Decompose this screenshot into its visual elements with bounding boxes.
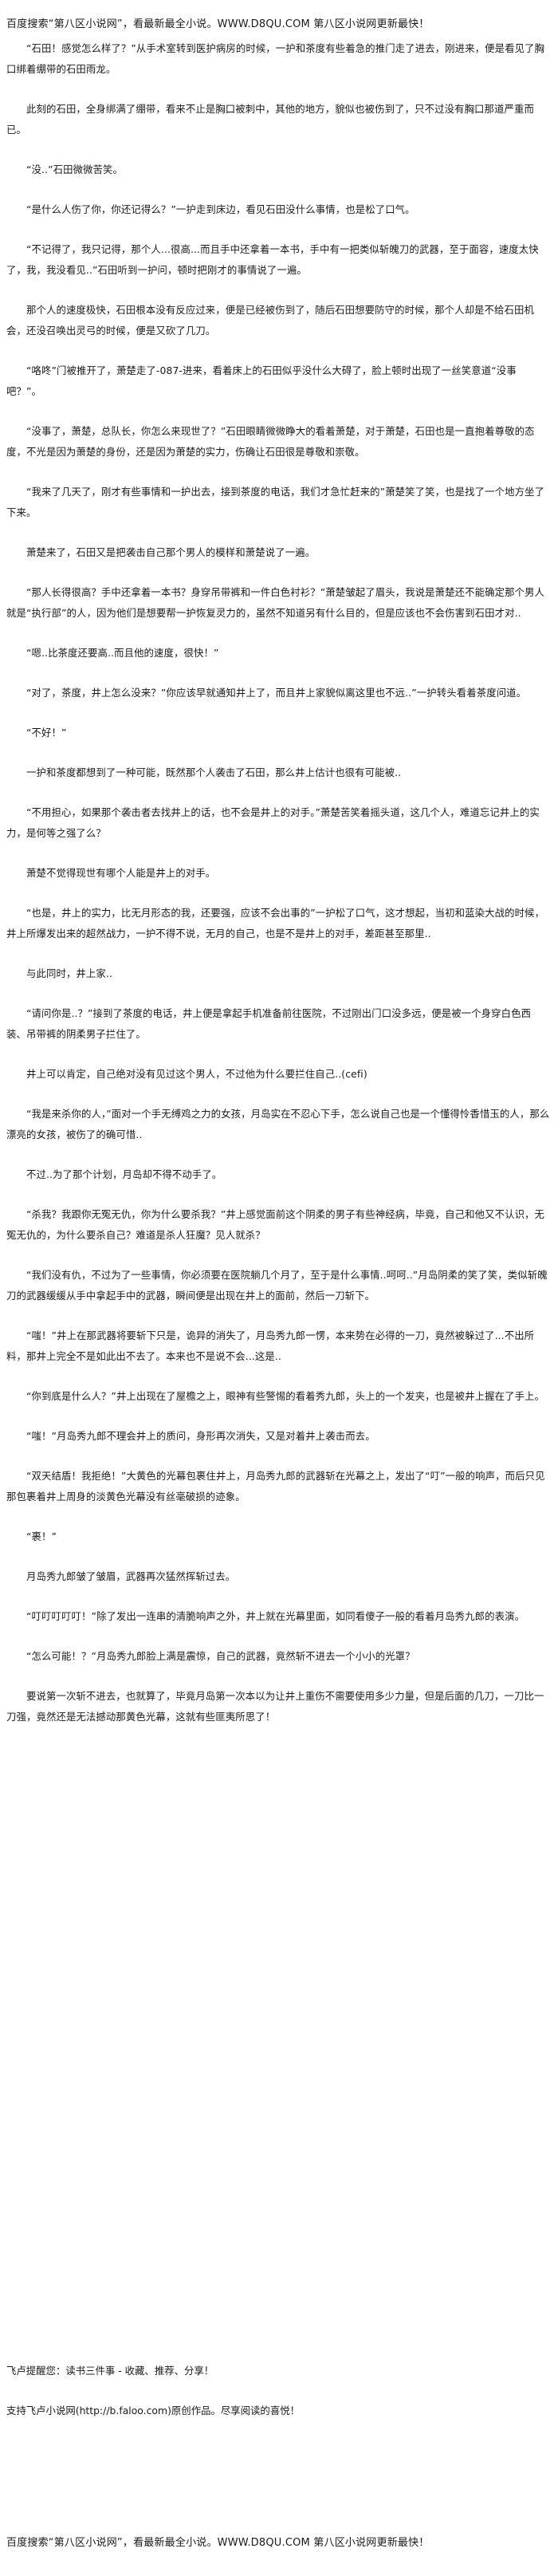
paragraph: “你到底是什么人？”井上出现在了屋檐之上，眼神有些警惕的看着秀九郎，头上的一个发… bbox=[6, 1390, 545, 1402]
paragraph: “双天结盾！我拒绝！”大黄色的光幕包裹住井上，月岛秀九郎的武器斩在光幕之上，发出… bbox=[6, 1470, 545, 1503]
paragraph: “裹！” bbox=[6, 1530, 57, 1542]
closing-notes: 飞卢提醒您：读书三件事 - 收藏、推荐、分享！ 支持飞卢小说网(http://b… bbox=[6, 2361, 550, 2440]
paragraph: 井上可以肯定，自己绝对没有见过这个男人，不过他为什么要拦住自己..(cefi) bbox=[6, 1068, 367, 1080]
paragraph: 萧楚不觉得现世有哪个人能是井上的对手。 bbox=[6, 867, 216, 879]
paragraph: 不过..为了那个计划，月岛却不得不动手了。 bbox=[6, 1168, 222, 1180]
paragraph: “嗯..比茶度还要高..而且他的速度，很快！” bbox=[6, 647, 219, 659]
paragraph: “我是来杀你的人，”面对一个手无缚鸡之力的女孩，月岛实在不忍心下手，怎么说自己也… bbox=[6, 1108, 550, 1140]
paragraph: “不用担心，如果那个袭击者去找井上的话，也不会是井上的对手。”萧楚苦笑着摇头道，… bbox=[6, 806, 540, 839]
paragraph: 此刻的石田，全身绑满了绷带，看来不止是胸口被刺中，其他的地方，貌似也被伤到了，只… bbox=[6, 103, 535, 136]
paragraph: “没事了，萧楚，总队长，你怎么来现世了？”石田眼睛微微睁大的看着萧楚，对于萧楚，… bbox=[6, 425, 535, 458]
paragraph: 月岛秀九郎皱了皱眉，武器再次猛然挥斩过去。 bbox=[6, 1570, 236, 1582]
paragraph: “杀我？我跟你无冤无仇，你为什么要杀我？”井上感觉面前这个阴柔的男子有些神经病，… bbox=[6, 1208, 545, 1241]
reading-tip: 飞卢提醒您：读书三件事 - 收藏、推荐、分享！ bbox=[6, 2365, 214, 2377]
paragraph: “我们没有仇，不过为了一些事情，你必须要在医院躺几个月了，至于是什么事情..呵呵… bbox=[6, 1269, 548, 1302]
chapter-body: “石田！感觉怎么样了？”从手术室转到医护病房的时候，一护和茶度有些着急的推门走了… bbox=[6, 38, 550, 1727]
paragraph: 那个人的速度极快，石田根本没有反应过来，便是已经被伤到了，随后石田想要防守的时候… bbox=[6, 304, 535, 337]
bottom-site-banner: 百度搜索“第八区小说网”，看最新最全小说。WWW.D8QU.COM 第八区小说网… bbox=[6, 2537, 430, 2549]
paragraph: “不好！” bbox=[6, 727, 67, 739]
top-site-banner: 百度搜索“第八区小说网”，看最新最全小说。WWW.D8QU.COM 第八区小说网… bbox=[6, 18, 430, 30]
paragraph: 与此同时，井上家.. bbox=[6, 967, 112, 979]
support-notice: 支持飞卢小说网(http://b.faloo.com)原创作品。尽享阅读的喜悦！ bbox=[6, 2405, 300, 2416]
paragraph: 萧楚来了，石田又是把袭击自己那个男人的模样和萧楚说了一遍。 bbox=[6, 546, 316, 558]
paragraph: “不记得了，我只记得，那个人...很高...而且手中还拿着一本书，手中有一把类似… bbox=[6, 243, 539, 276]
paragraph: “石田！感觉怎么样了？”从手术室转到医护病房的时候，一护和茶度有些着急的推门走了… bbox=[6, 42, 545, 75]
paragraph: “那人长得很高？手中还拿着一本书？身穿吊带裤和一件白色衬衫？”萧楚皱起了眉头，我… bbox=[6, 586, 545, 619]
paragraph: “嗤！”井上在那武器将要斩下只是，诡异的消失了，月岛秀九郎一愣，本来势在必得的一… bbox=[6, 1329, 535, 1362]
paragraph: “怎么可能！？”月岛秀九郎脸上满是震惊，自己的武器，竟然斩不进去一个小小的光罩？ bbox=[6, 1650, 415, 1662]
paragraph: 要说第一次斩不进去，也就算了，毕竟月岛第一次本以为让井上重伤不需要使用多少力量，… bbox=[6, 1690, 544, 1723]
paragraph: “没..”石田微微苦笑。 bbox=[6, 163, 124, 175]
paragraph: “是什么人伤了你，你还记得么？”一护走到床边，看见石田没什么事情，也是松了口气。 bbox=[6, 203, 415, 215]
paragraph: “也是，井上的实力，比无月形态的我，还要强，应该不会出事的”一护松了口气，这才想… bbox=[6, 907, 545, 939]
paragraph: “请问你是..？”接到了茶度的电话，井上便是拿起手机准备前往医院，不过刚出门口没… bbox=[6, 1007, 532, 1040]
paragraph: “嗤！”月岛秀九郎不理会井上的质问，身形再次消失，又是对着井上袭击而去。 bbox=[6, 1430, 375, 1442]
paragraph: 一护和茶度都想到了一种可能，既然那个人袭击了石田，那么井上估计也很有可能被.. bbox=[6, 766, 402, 778]
paragraph: “叮叮叮叮叮！”除了发出一连串的清脆响声之外，井上就在光幕里面，如同看傻子一般的… bbox=[6, 1610, 525, 1622]
paragraph: “我来了几天了，刚才有些事情和一护出去，接到茶度的电话，我们才急忙赶来的”萧楚笑… bbox=[6, 486, 545, 518]
paragraph: “对了，茶度，井上怎么没来？”你应该早就通知井上了，而且井上家貌似离这里也不远.… bbox=[6, 687, 527, 699]
paragraph: “咯咚”门被推开了，萧楚走了-087-进来，看着床上的石田似乎没什么大碍了，脸上… bbox=[6, 364, 517, 397]
